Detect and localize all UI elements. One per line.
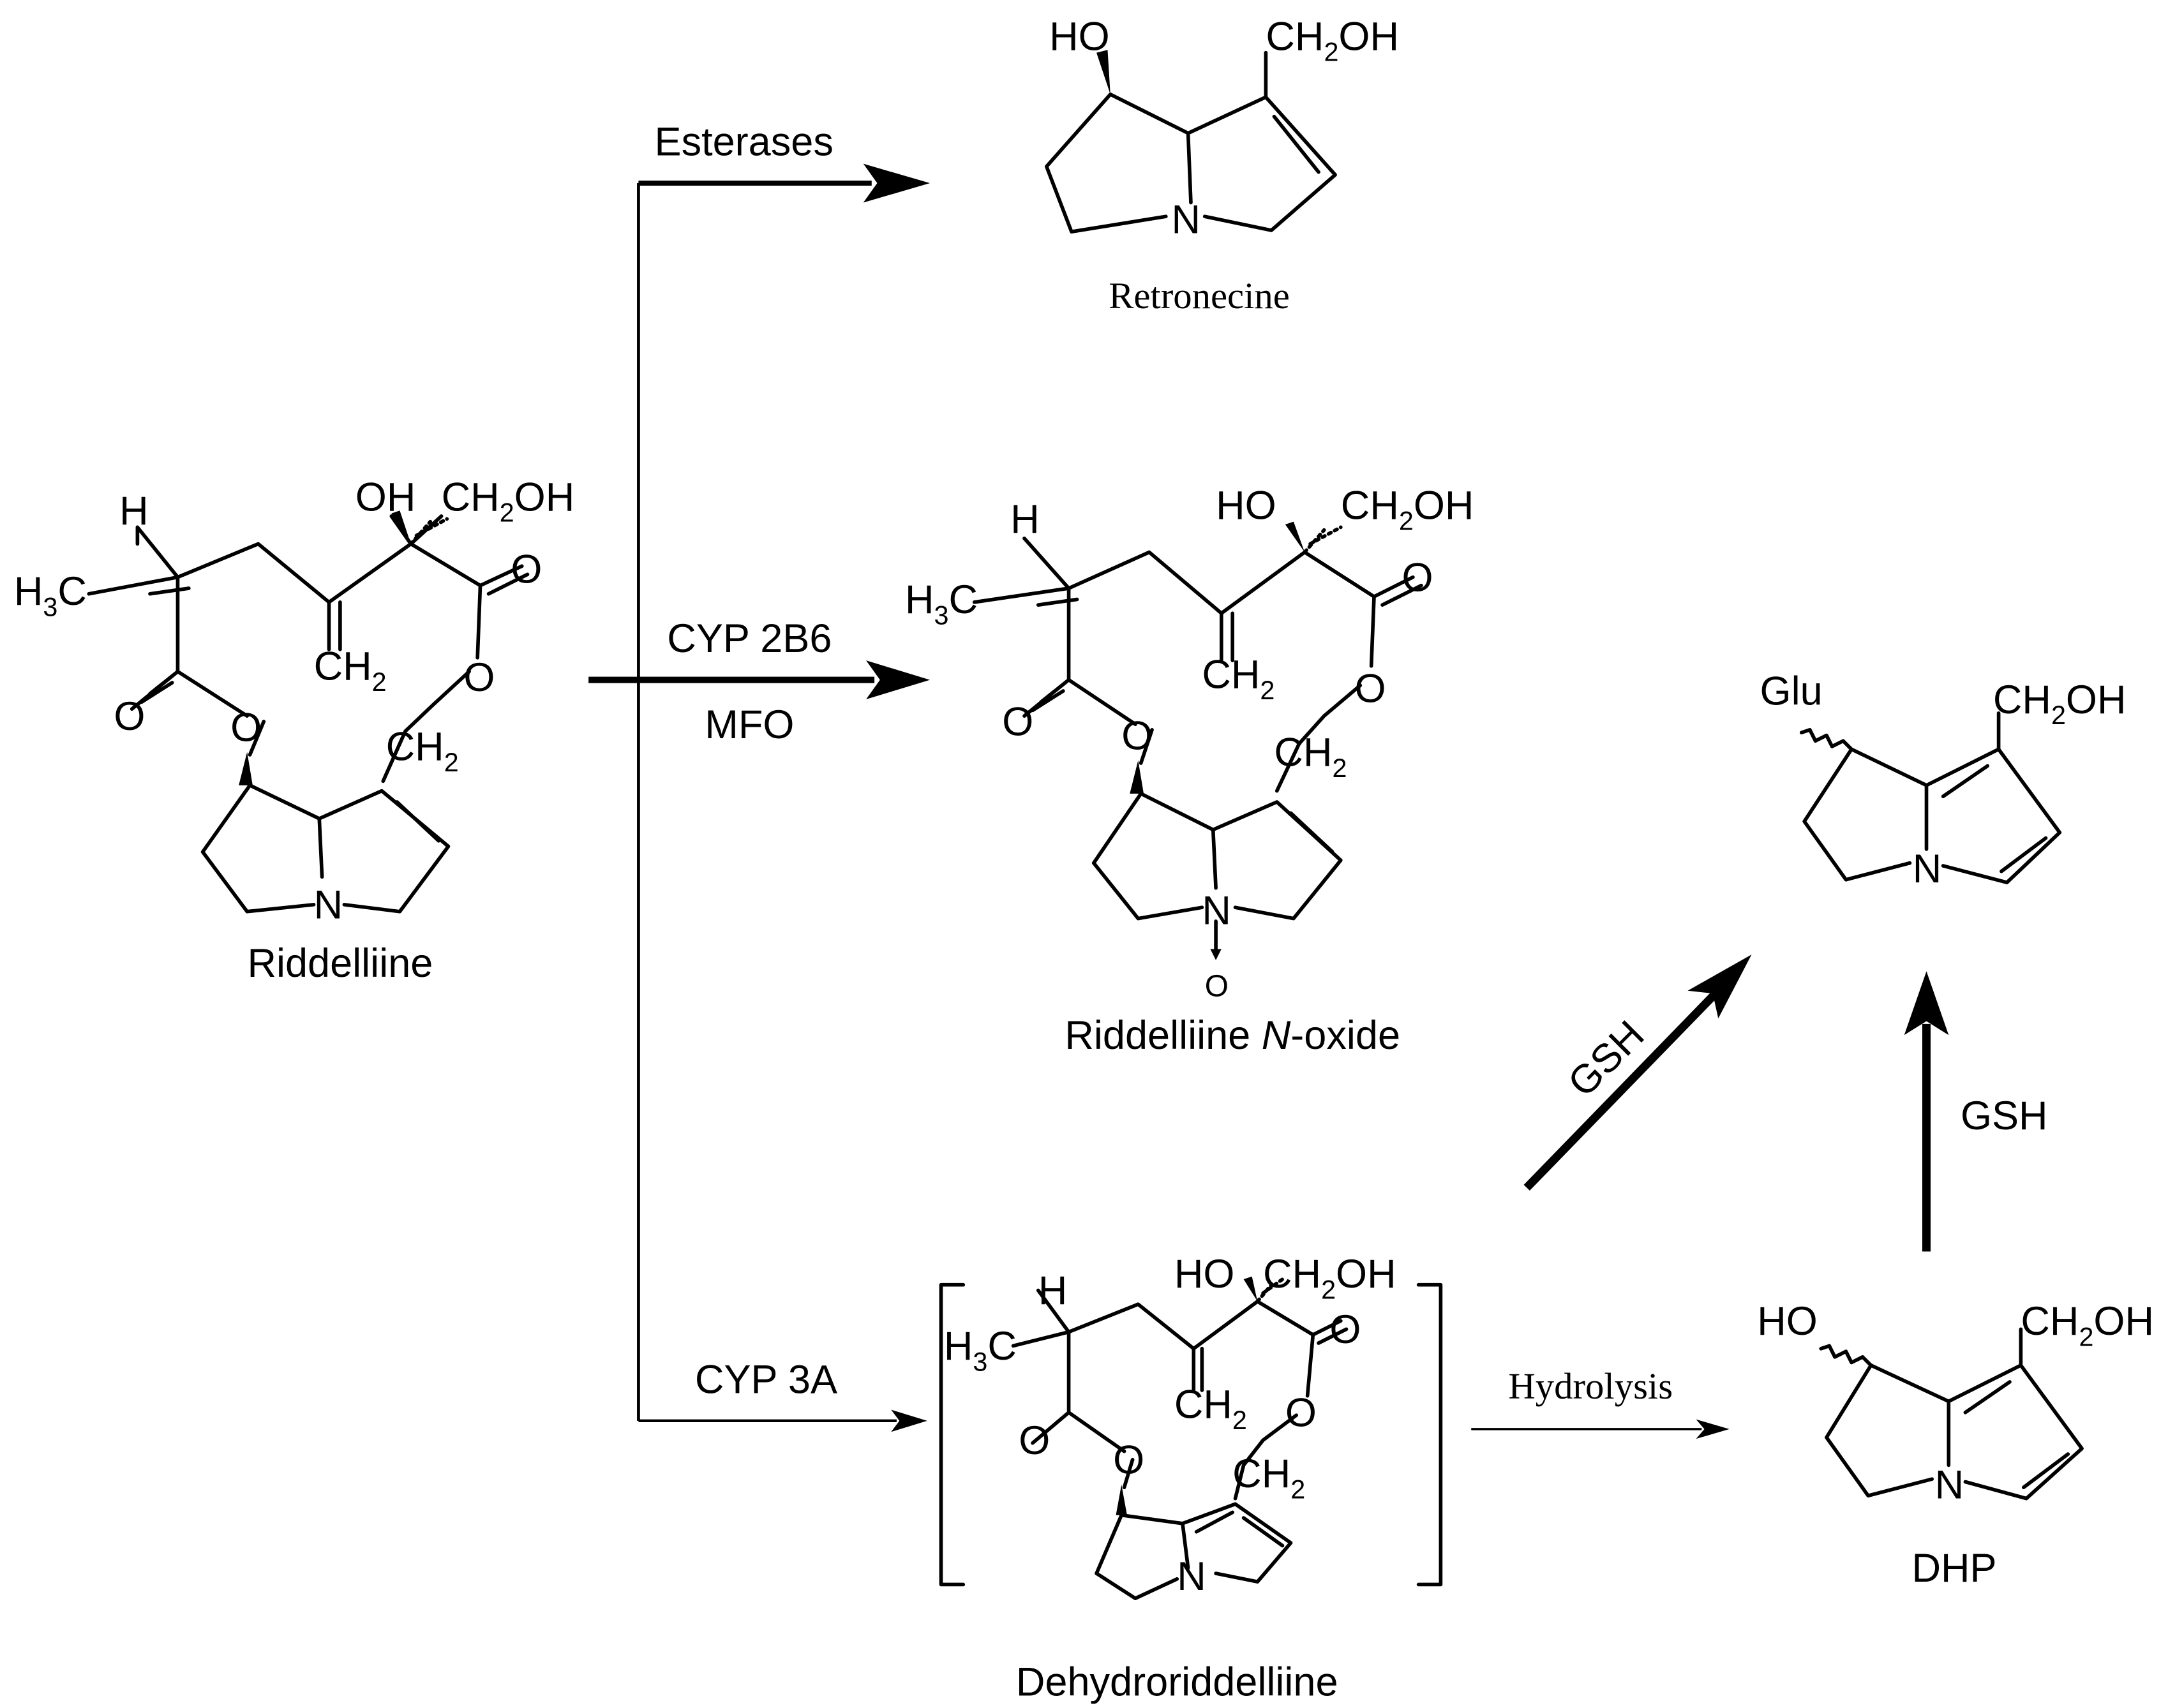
atom-n: N bbox=[1202, 888, 1231, 933]
dehydroriddelliine-structure: H H3C HO CH2OH O CH2 O O O CH2 N Dehydro… bbox=[939, 1252, 1443, 1704]
reagent-cyp3a: CYP 3A bbox=[695, 1357, 837, 1402]
atom-n: N bbox=[1172, 197, 1201, 242]
atom-o-carbonyl: O bbox=[1329, 1307, 1361, 1352]
compound-name-dhp: DHP bbox=[1911, 1546, 1996, 1591]
atom-h3c: H3C bbox=[14, 569, 87, 621]
reagent-esterases: Esterases bbox=[655, 120, 834, 165]
atom-o-ester: O bbox=[463, 655, 495, 700]
atom-glu: Glu bbox=[1760, 669, 1823, 714]
atom-o-carbonyl-2: O bbox=[1019, 1418, 1050, 1463]
atom-ho: HO bbox=[1049, 14, 1110, 59]
atom-o-ester-2: O bbox=[1113, 1437, 1144, 1482]
compound-name-riddelliine: Riddelliine bbox=[247, 941, 433, 986]
atom-h: H bbox=[1010, 497, 1040, 542]
atom-h: H bbox=[119, 489, 149, 533]
atom-o-carbonyl-2: O bbox=[114, 694, 145, 739]
reagent-mfo: MFO bbox=[705, 702, 794, 747]
atom-ch2oh: CH2OH bbox=[1993, 678, 2127, 730]
riddelliine-structure: H H3C OH CH2OH O CH2 O O O CH2 N Riddell… bbox=[14, 475, 574, 986]
atom-h3c: H3C bbox=[944, 1324, 1017, 1376]
atom-ho: HO bbox=[1757, 1299, 1818, 1344]
atom-oh: OH bbox=[355, 475, 416, 519]
arrow-esterases bbox=[638, 163, 931, 203]
atom-ch2oh: CH2OH bbox=[442, 475, 575, 527]
arrow-gsh-diagonal bbox=[1523, 954, 1752, 1191]
atom-o-carbonyl: O bbox=[1402, 555, 1433, 600]
atom-ch2-ring: CH2 bbox=[1232, 1452, 1305, 1504]
atom-ho: HO bbox=[1174, 1252, 1235, 1296]
atom-ch2-ring: CH2 bbox=[386, 725, 459, 777]
atom-ch2-ring: CH2 bbox=[1274, 730, 1347, 782]
atom-o-ester: O bbox=[1285, 1391, 1317, 1436]
reagent-gsh-diagonal: GSH bbox=[1559, 1013, 1652, 1106]
compound-name-n-oxide: Riddelliine N-oxide bbox=[1065, 1013, 1400, 1058]
atom-o-ester-2: O bbox=[1121, 713, 1153, 758]
arrow-cyp3a bbox=[638, 1409, 927, 1432]
reagent-gsh-vertical: GSH bbox=[1961, 1094, 2048, 1138]
arrow-hydrolysis bbox=[1471, 1419, 1730, 1439]
retronecine-structure: HO CH2OH N Retronecine bbox=[1044, 14, 1399, 316]
atom-ch2oh: CH2OH bbox=[1263, 1252, 1396, 1304]
atom-o-carbonyl-2: O bbox=[1002, 700, 1033, 745]
atom-o-oxide: O bbox=[1205, 969, 1229, 1003]
gsh-conjugate-structure: Glu CH2OH N bbox=[1760, 669, 2127, 891]
arrow-gsh-vertical bbox=[1904, 971, 1949, 1252]
riddelliine-n-oxide-structure: H H3C HO CH2OH O CH2 O O O CH2 N O Ridde… bbox=[905, 483, 1474, 1058]
atom-o-ester: O bbox=[1355, 666, 1386, 711]
atom-n: N bbox=[1935, 1463, 1964, 1508]
atom-ch2oh: CH2OH bbox=[1341, 483, 1474, 535]
atom-ch2-exo: CH2 bbox=[1202, 653, 1275, 705]
compound-name-retronecine: Retronecine bbox=[1109, 275, 1290, 316]
atom-o-ester-2: O bbox=[230, 705, 262, 750]
atom-ch2-exo: CH2 bbox=[1174, 1382, 1247, 1434]
atom-ch2oh: CH2OH bbox=[2021, 1299, 2154, 1351]
reagent-hydrolysis: Hydrolysis bbox=[1508, 1365, 1673, 1407]
atom-h3c: H3C bbox=[905, 577, 978, 630]
atom-n: N bbox=[1913, 847, 1942, 891]
atom-n: N bbox=[314, 883, 343, 928]
atom-ch2oh: CH2OH bbox=[1266, 14, 1399, 66]
atom-o-carbonyl: O bbox=[511, 547, 542, 591]
atom-n: N bbox=[1177, 1554, 1206, 1599]
atom-ho: HO bbox=[1216, 483, 1276, 528]
arrow-cyp2b6 bbox=[588, 660, 931, 700]
atom-h: H bbox=[1038, 1268, 1068, 1313]
dhp-structure: HO CH2OH N DHP bbox=[1757, 1299, 2154, 1591]
reagent-cyp2b6: CYP 2B6 bbox=[667, 616, 832, 661]
compound-name-dehydroriddelliine: Dehydroriddelliine bbox=[1016, 1660, 1338, 1704]
reaction-arrows: Esterases CYP 2B6 MFO CYP 3A Hydrolysis … bbox=[588, 120, 2048, 1439]
atom-ch2-exo: CH2 bbox=[314, 644, 387, 697]
